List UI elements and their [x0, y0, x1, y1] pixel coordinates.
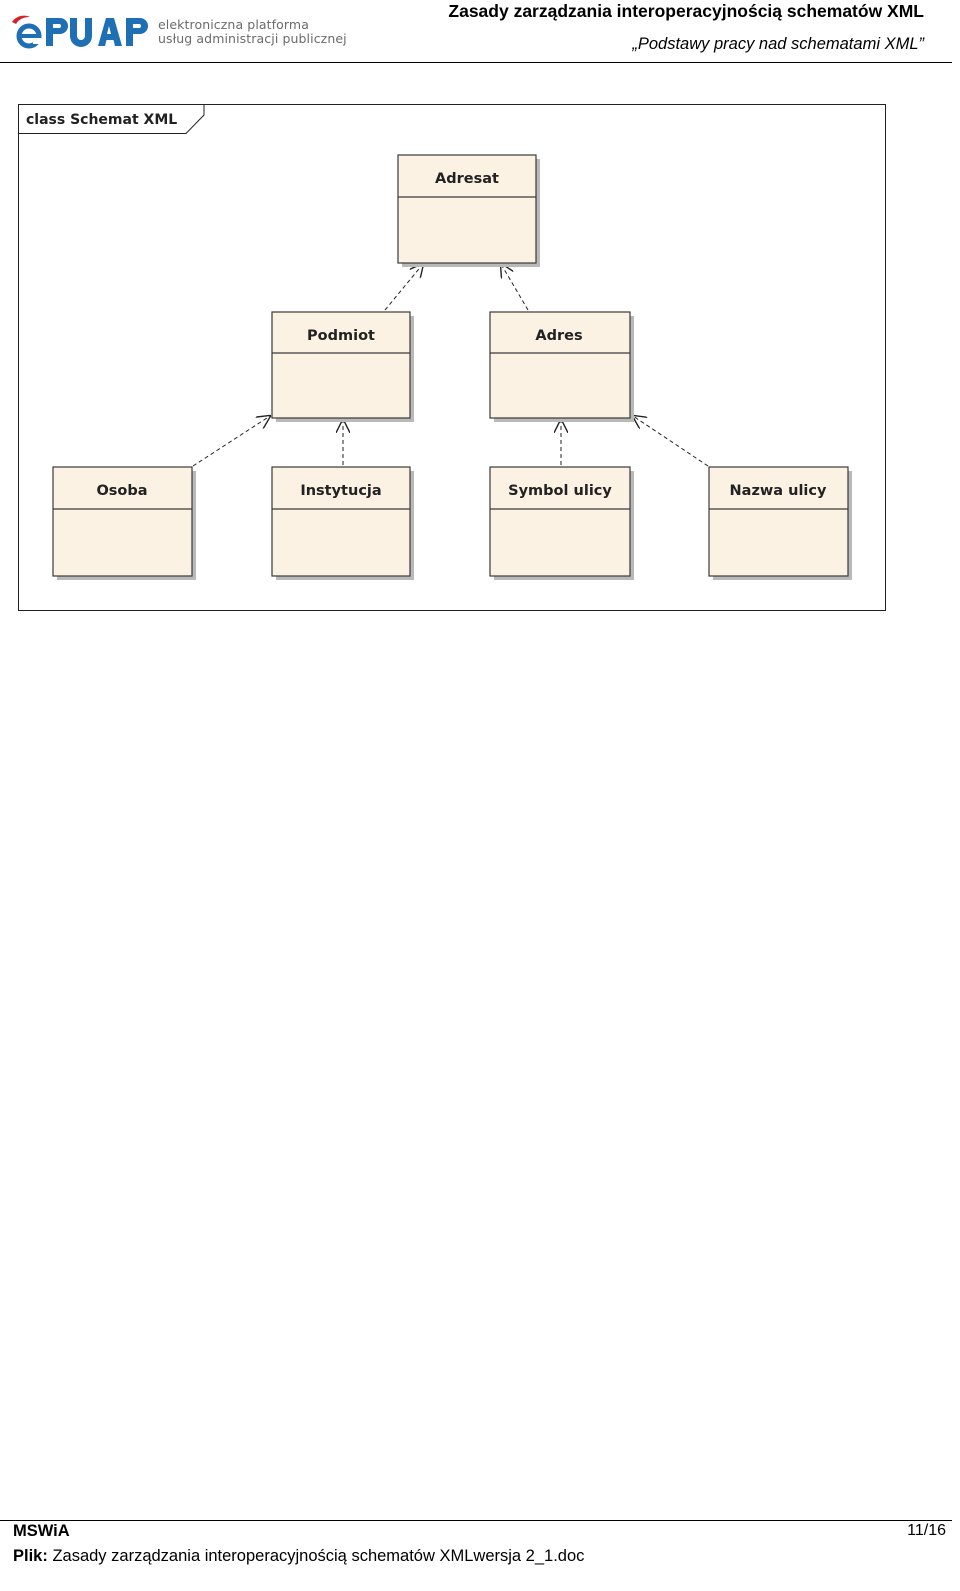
- epuap-logo: elektroniczna platforma usług administra…: [10, 8, 347, 54]
- footer-divider: [0, 1520, 952, 1521]
- dependency-arrows: [192, 264, 709, 467]
- frame-label: class Schemat XML: [26, 112, 177, 128]
- class-instytucja: Instytucja: [271, 466, 414, 580]
- footer-file-label: Plik:: [13, 1547, 48, 1565]
- class-adres: Adres: [489, 311, 634, 422]
- header-divider: [0, 62, 952, 63]
- arrow-nazwa-adres: [633, 416, 709, 467]
- logo-tagline-line2: usług administracji publicznej: [158, 31, 347, 46]
- footer-file-name: Zasady zarządzania interoperacyjnością s…: [52, 1547, 585, 1565]
- arrow-osoba-podmiot: [192, 416, 270, 467]
- footer-file-info: Plik: Zasady zarządzania interoperacyjno…: [13, 1547, 584, 1566]
- arrow-podmiot-adresat: [384, 264, 423, 311]
- class-osoba: Osoba: [52, 466, 196, 580]
- arrow-adres-adresat: [501, 264, 529, 311]
- class-nazwa-ulicy: Nazwa ulicy: [708, 466, 852, 580]
- class-name-podmiot: Podmiot: [307, 328, 375, 344]
- class-podmiot: Podmiot: [271, 311, 414, 422]
- class-name-nazwa-ulicy: Nazwa ulicy: [730, 483, 827, 499]
- uml-class-diagram: class Schemat XML Adresat Podmiot: [18, 104, 888, 612]
- document-subtitle: „Podstawy pracy nad schematami XML”: [632, 35, 924, 53]
- class-name-osoba: Osoba: [96, 483, 147, 499]
- class-name-adresat: Adresat: [435, 171, 499, 187]
- class-name-symbol-ulicy: Symbol ulicy: [508, 483, 612, 499]
- class-name-adres: Adres: [535, 328, 582, 344]
- frame-label-tab: [18, 104, 205, 134]
- logo-tagline: elektroniczna platforma usług administra…: [158, 18, 347, 46]
- footer-organization: MSWiA: [13, 1522, 70, 1540]
- class-adresat: Adresat: [397, 154, 540, 267]
- page-header: elektroniczna platforma usług administra…: [0, 0, 960, 64]
- document-title: Zasady zarządzania interoperacyjnością s…: [448, 1, 924, 21]
- logo-tagline-line1: elektroniczna platforma: [158, 17, 309, 32]
- page-number: 11/16: [907, 1522, 946, 1539]
- epuap-logo-mark: [12, 15, 148, 49]
- class-symbol-ulicy: Symbol ulicy: [489, 466, 634, 580]
- uml-diagram-canvas: class Schemat XML Adresat Podmiot: [18, 104, 886, 611]
- class-name-instytucja: Instytucja: [300, 483, 381, 499]
